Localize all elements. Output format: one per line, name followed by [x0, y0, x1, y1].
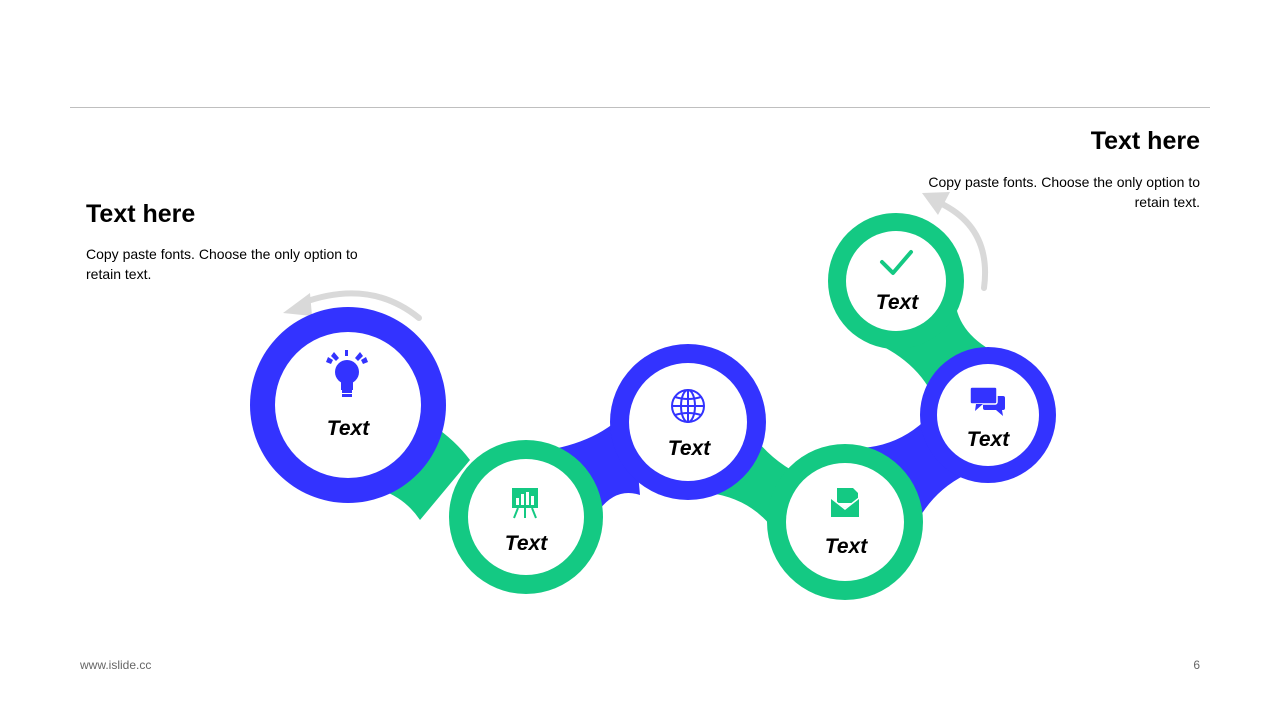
process-node-1: Text: [250, 307, 446, 503]
footer-url: www.islide.cc: [80, 658, 152, 672]
checkmark-icon: [880, 250, 913, 275]
left-heading: Text here: [86, 200, 196, 228]
curved-arrow-left: [299, 290, 422, 321]
process-node-2: Text: [449, 440, 603, 594]
process-node-4: Text: [767, 444, 923, 600]
node-label-5: Text: [967, 428, 1010, 451]
node-label-1: Text: [327, 417, 370, 440]
globe-icon: [671, 389, 705, 423]
node-label-4: Text: [825, 535, 868, 558]
node-label-2: Text: [505, 532, 548, 555]
lightbulb-icon: [326, 350, 368, 397]
right-description: Copy paste fonts. Choose the only option…: [928, 174, 1200, 210]
page-number: 6: [1193, 658, 1200, 672]
process-node-6: Text: [828, 213, 964, 349]
process-node-3: Text: [610, 344, 766, 500]
curved-arrow-right: [937, 200, 988, 291]
envelope-icon: [830, 488, 860, 517]
right-heading: Text here: [1090, 127, 1200, 155]
presentation-board-icon: [512, 488, 538, 519]
top-divider-line: [70, 107, 1210, 108]
curved-arrow-right-head: [922, 192, 950, 215]
node-label-3: Text: [668, 437, 711, 460]
node-label-6: Text: [876, 291, 919, 314]
chat-bubbles-icon: [969, 386, 1005, 416]
process-node-5: Text: [920, 347, 1056, 483]
left-description: Copy paste fonts. Choose the only option…: [86, 246, 358, 282]
curved-arrow-left-head: [283, 293, 312, 316]
